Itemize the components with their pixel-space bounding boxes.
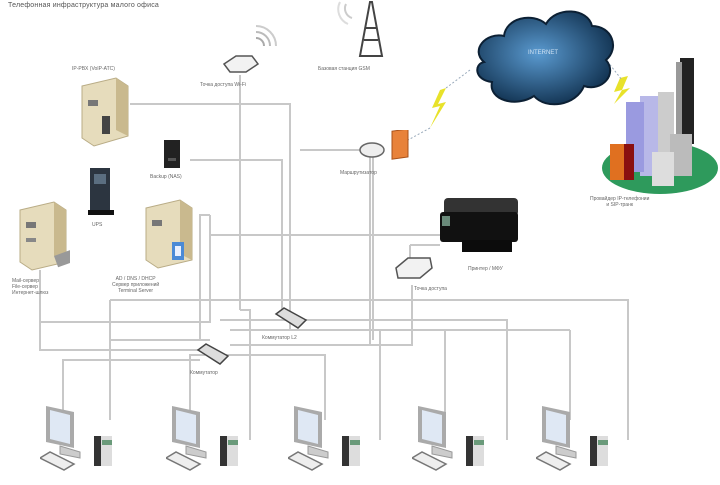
access-point-label: Точка доступа — [414, 286, 447, 292]
provider-buildings-icon — [602, 58, 718, 194]
access-point-icon[interactable] — [392, 254, 436, 284]
keyboard-icon — [38, 451, 76, 471]
keyboard-icon — [410, 451, 448, 471]
ups-label: UPS — [92, 222, 103, 228]
switch-second-label: Коммутатор — [190, 370, 218, 376]
bolt-icon — [430, 88, 446, 128]
label-line: и SIP-транк — [606, 202, 634, 208]
gsm-tower-icon[interactable] — [336, 0, 396, 62]
printer-label: Принтер / МФУ — [468, 266, 503, 272]
backup-nas-icon[interactable] — [162, 138, 184, 170]
modem-label: Маршрутизатор — [340, 170, 377, 176]
modem-icon[interactable] — [358, 130, 418, 170]
ip-pbx-server-icon[interactable] — [76, 76, 132, 148]
keyboard-icon — [286, 451, 324, 471]
bolt-icon — [614, 76, 630, 104]
wire — [240, 309, 251, 440]
server-right-label: AD / DNS / DHCP Сервер приложений Termin… — [112, 276, 159, 294]
wifi-router-icon[interactable] — [218, 22, 280, 78]
wire — [40, 215, 211, 323]
keyboard-icon — [164, 451, 202, 471]
label-line: File-сервер — [12, 284, 38, 290]
ups-icon[interactable] — [88, 166, 114, 216]
workstation[interactable] — [410, 402, 512, 485]
label-line: Terminal Server — [118, 288, 154, 294]
ip-phone-icon — [342, 436, 360, 466]
keyboard-icon — [534, 451, 572, 471]
diagram-title: Телефонная инфраструктура малого офиса — [8, 2, 160, 9]
wire — [62, 359, 200, 420]
ip-phone-icon — [466, 436, 484, 466]
server-left-icon[interactable] — [14, 200, 70, 274]
monitor-icon — [46, 406, 81, 459]
switch-second-icon[interactable] — [194, 342, 230, 368]
server-left-label: Mail-сервер File-сервер Интернет-шлюз — [12, 278, 48, 296]
server-right-icon[interactable] — [140, 198, 196, 272]
monitor-icon — [172, 406, 207, 459]
workstation[interactable] — [534, 402, 636, 485]
gsm-tower-label: Базовая станция GSM — [318, 66, 370, 72]
ip-phone-icon — [94, 436, 112, 466]
wire — [199, 214, 210, 340]
wire — [39, 270, 200, 351]
provider-label: Провайдер IP-телефонии и SIP-транк — [590, 196, 649, 208]
ip-pbx-label: IP-PBX (VoIP-АТС) — [72, 66, 115, 72]
wire — [190, 159, 283, 315]
wifi-router-label: Точка доступа Wi-Fi — [200, 82, 246, 88]
wire — [300, 149, 371, 345]
label-line: AD / DNS / DHCP — [115, 276, 156, 282]
wire — [230, 285, 413, 346]
ip-phone-icon — [220, 436, 238, 466]
monitor-icon — [542, 406, 577, 459]
monitor-icon — [418, 406, 453, 459]
backup-label: Backup (NAS) — [150, 174, 182, 180]
wire — [220, 319, 508, 440]
label-line: Провайдер IP-телефонии — [590, 196, 650, 202]
switch-main-label: Коммутатор L2 — [262, 335, 297, 341]
switch-main-icon[interactable] — [272, 306, 308, 332]
label-line: Mail-сервер — [12, 278, 40, 284]
label-line: Интернет-шлюз — [12, 290, 49, 296]
wire — [110, 299, 629, 440]
workstation[interactable] — [286, 402, 388, 485]
cloud-label: INTERNET — [528, 50, 558, 56]
workstation[interactable] — [38, 402, 140, 485]
wire — [220, 354, 326, 420]
ip-phone-icon — [590, 436, 608, 466]
label-line: Сервер приложений — [112, 282, 160, 288]
wire — [189, 354, 205, 420]
workstation[interactable] — [164, 402, 266, 485]
internet-cloud-icon — [476, 10, 614, 106]
monitor-icon — [294, 406, 329, 459]
printer-icon[interactable] — [440, 192, 522, 258]
wire — [130, 103, 291, 330]
wire — [300, 329, 381, 440]
